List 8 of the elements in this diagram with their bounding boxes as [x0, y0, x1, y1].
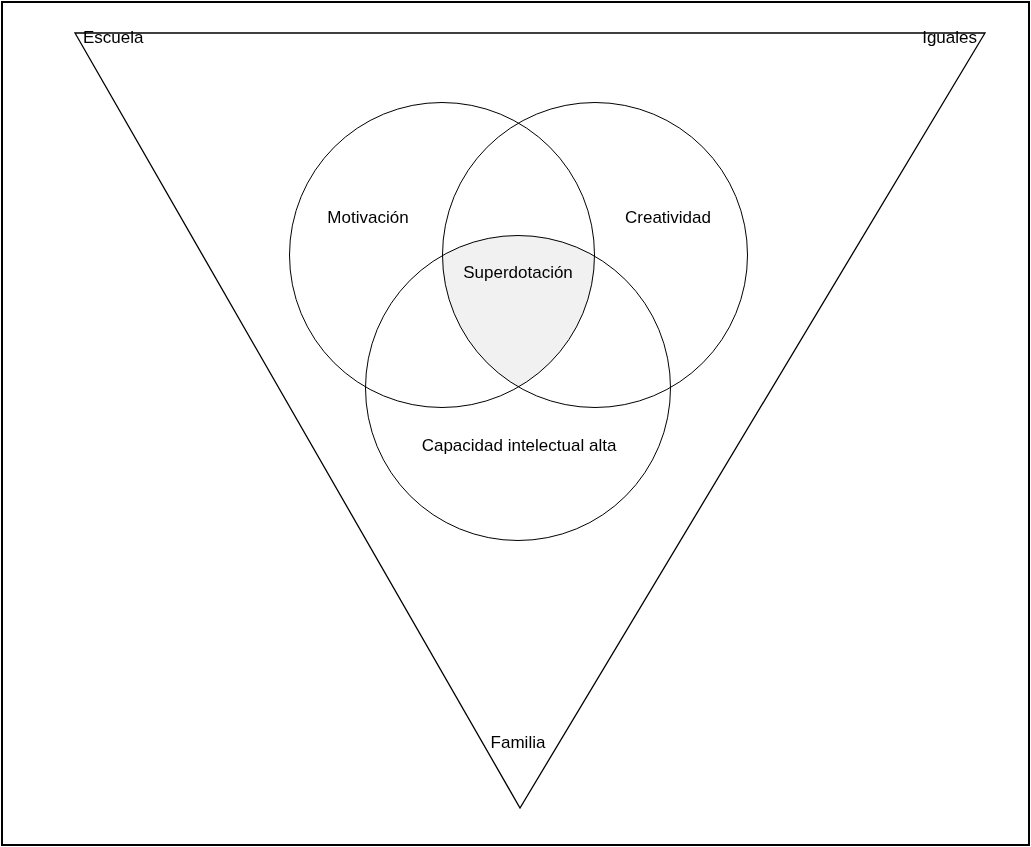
region-label: Escuela [83, 27, 144, 49]
region-label: Iguales [922, 27, 977, 49]
region-label: Motivación [326, 207, 410, 229]
triangle [75, 33, 985, 808]
region-label: Creatividad [624, 207, 712, 229]
region-label: Capacidad intelectual alta [420, 435, 618, 457]
region-label: Superdotación [463, 262, 573, 284]
region-label: Familia [490, 732, 546, 754]
